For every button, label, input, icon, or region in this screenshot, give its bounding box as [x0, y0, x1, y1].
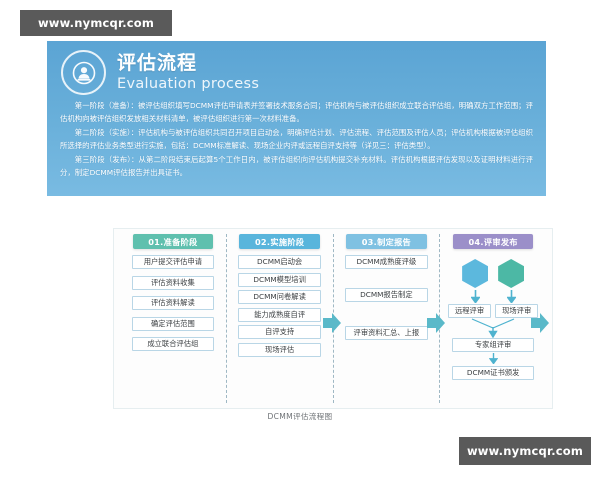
seal-stamp-icon	[61, 50, 106, 95]
stage-1-paragraph: 第一阶段（准备）：被评估组织填写DCMM评估申请表并签署技术服务合同；评估机构与…	[60, 101, 533, 124]
stage-2-paragraph: 第二阶段（实施）：评估机构与被评估组织共同召开项目启动会，明确评估计划、评估流程…	[60, 128, 533, 151]
flow-item: DCMM启动会	[238, 255, 321, 269]
panel-title-en: Evaluation process	[117, 75, 260, 92]
flow-item: 确定评估范围	[131, 316, 215, 331]
flow-column-review-release: 04.评审发布 远程评审 现场评审	[439, 234, 546, 403]
right-arrow-icon	[427, 313, 445, 333]
flow-item: 评估资料解读	[131, 296, 215, 310]
flow-item: DCMM证书颁发	[451, 366, 535, 380]
flow-item: 远程评审	[448, 304, 492, 318]
flow-item: 评审资料汇总、上报	[345, 326, 428, 340]
diagram-caption: DCMM评估流程图	[267, 412, 333, 421]
flow-column-2-header: 02.实施阶段	[239, 234, 320, 249]
flow-item: 成立联合评估组	[131, 337, 215, 351]
hexagon-row	[462, 259, 525, 288]
flow-column-1-header: 01.准备阶段	[132, 234, 214, 249]
panel-header: 评估流程 Evaluation process	[47, 41, 546, 95]
tail-connector	[488, 353, 498, 364]
watermark-top: www.nymcqr.com	[20, 10, 172, 36]
flow-column-preparation: 01.准备阶段 用户提交评估申请 评估资料收集 评估资料解读 确定评估范围 成立…	[120, 234, 226, 403]
flow-item: DCMM问卷解读	[238, 290, 321, 304]
flow-item: 评估资料收集	[131, 275, 215, 290]
flow-column-implementation: 02.实施阶段 DCMM启动会 DCMM模型培训 DCMM问卷解读 能力成熟度自…	[225, 234, 333, 403]
hexagon-remote-icon	[462, 259, 489, 288]
branch-arrows	[462, 290, 524, 303]
flow-item: DCMM成熟度评级	[345, 255, 428, 269]
flow-column-3-header: 03.制定报告	[346, 234, 427, 249]
flow-item: DCMM报告制定	[345, 288, 428, 302]
flow-item: 自评支持	[238, 325, 321, 339]
flow-item: 能力成熟度自评	[238, 307, 321, 322]
right-arrow-icon	[323, 313, 341, 333]
flow-column-report: 03.制定报告 DCMM成熟度评级 DCMM报告制定 评审资料汇总、上报	[332, 234, 440, 403]
evaluation-process-panel: 评估流程 Evaluation process 第一阶段（准备）：被评估组织填写…	[47, 41, 546, 196]
merge-connector	[446, 318, 540, 338]
flow-item: DCMM模型培训	[238, 272, 321, 287]
flow-item: 专家组评审	[451, 338, 535, 352]
down-arrow-icon	[462, 290, 488, 303]
flow-item: 现场评估	[238, 342, 321, 357]
right-arrow-icon	[531, 313, 549, 333]
panel-title-cn: 评估流程	[117, 51, 198, 74]
down-arrow-icon	[498, 290, 524, 303]
branch-row: 远程评审 现场评审	[446, 304, 540, 318]
panel-body: 第一阶段（准备）：被评估组织填写DCMM评估申请表并签署技术服务合同；评估机构与…	[47, 95, 546, 180]
flow-item: 现场评审	[495, 304, 539, 318]
stage-3-paragraph: 第三阶段（发布）：从第二阶段结束后起算5个工作日内，被评估组织向评估机构提交补充…	[60, 155, 533, 178]
watermark-bottom: www.nymcqr.com	[459, 437, 591, 465]
flow-column-4-header: 04.评审发布	[452, 234, 534, 249]
hexagon-onsite-icon	[498, 259, 525, 288]
dcmm-flow-diagram: 01.准备阶段 用户提交评估申请 评估资料收集 评估资料解读 确定评估范围 成立…	[113, 228, 553, 409]
flow-item: 用户提交评估申请	[131, 255, 215, 269]
